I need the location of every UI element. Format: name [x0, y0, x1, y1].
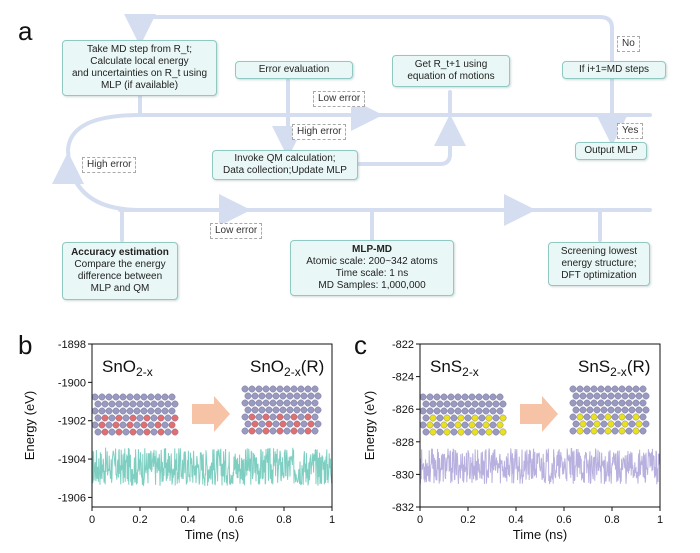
node-error-eval-text: Error evaluation — [258, 64, 330, 75]
panel-label-a: a — [18, 16, 33, 46]
x-tick-label: 0.8 — [276, 514, 291, 526]
node-get-r-line1: Get R_t+1 using — [414, 59, 488, 70]
y-tick-label: -822 — [392, 340, 414, 351]
node-mlp-md: MLP-MD Atomic scale: 200~342 atoms Time … — [290, 240, 454, 296]
panel-label-c: c — [354, 330, 367, 360]
y-tick-label: -826 — [392, 404, 414, 416]
structure-label-final: SnS2-x(R) — [578, 357, 650, 379]
x-axis-label: Time (ns) — [513, 527, 567, 542]
node-mlp-md-line3: MD Samples: 1,000,000 — [318, 280, 426, 291]
node-error-eval: Error evaluation — [235, 61, 353, 79]
series-line — [419, 447, 661, 485]
main-line-upper — [138, 93, 652, 117]
tag-yes: Yes — [617, 123, 644, 139]
left-loop — [65, 113, 142, 212]
chart-b: SnO2-x SnO2-x(R) -1898 -1900 -1902 -1904 -1906… — [22, 340, 335, 542]
structure-label-final: SnO2-x(R) — [250, 357, 324, 379]
structure-initial — [419, 393, 507, 436]
x-tick-label: 0.2 — [132, 514, 147, 526]
x-tick-label: 0.6 — [228, 514, 243, 526]
node-invoke-qm: Invoke QM calculation; Data collection;U… — [212, 150, 358, 180]
node-mlp-md-head: MLP-MD — [352, 244, 392, 255]
x-tick-label: 0.6 — [556, 514, 571, 526]
node-accuracy-line2: difference between — [77, 271, 163, 282]
node-md-step-line1: Take MD step from R_t; — [86, 44, 193, 55]
node-output-mlp-text: Output MLP — [584, 145, 638, 156]
structure-final — [241, 385, 322, 435]
tag-low-error-upper: Low error — [313, 91, 366, 107]
plot-frame — [419, 343, 661, 508]
node-invoke-qm-line2: Data collection;Update MLP — [223, 165, 347, 176]
node-md-step: Take MD step from R_t; Calculate local e… — [62, 40, 217, 96]
y-tick-label: -1904 — [58, 454, 86, 466]
node-output-mlp: Output MLP — [575, 142, 647, 160]
structure-final — [569, 385, 650, 435]
node-invoke-qm-line1: Invoke QM calculation; — [234, 153, 336, 164]
x-tick-label: 0 — [89, 514, 95, 526]
node-get-r: Get R_t+1 using equation of motions — [392, 55, 510, 87]
invoke-to-get-r — [356, 114, 466, 166]
x-tick-label: 0.4 — [180, 514, 195, 526]
structure-label-initial: SnO2-x — [102, 357, 153, 379]
transition-arrow — [520, 396, 558, 432]
panel-label-b: b — [18, 330, 33, 360]
y-tick-label: -832 — [392, 502, 414, 514]
node-mlp-md-line2: Time scale: 1 ns — [335, 268, 409, 279]
y-tick-label: -1902 — [58, 416, 86, 428]
x-axis-label: Time (ns) — [185, 527, 239, 542]
node-md-step-line2: Calculate local energy — [90, 56, 189, 67]
node-accuracy-head: Accuracy estimation — [71, 247, 169, 258]
tag-high-error-left: High error — [82, 157, 137, 173]
node-md-step-line4: MLP (if available) — [100, 80, 179, 91]
x-tick-label: 1 — [657, 514, 663, 526]
loop-arrow-top — [124, 14, 614, 62]
tag-high-error-center: High error — [292, 124, 347, 140]
transition-arrow — [192, 396, 230, 432]
node-screening-line2: energy structure; — [561, 258, 637, 269]
node-md-step-line3: and uncertainties on R_t using — [71, 68, 208, 79]
node-accuracy-line1: Compare the energy — [74, 259, 166, 270]
y-tick-label: -824 — [392, 372, 414, 384]
structure-label-initial: SnS2-x — [430, 357, 479, 379]
node-accuracy: Accuracy estimation Compare the energy d… — [62, 242, 178, 300]
y-axis-label: Energy (eV) — [22, 391, 37, 460]
tag-no: No — [617, 36, 640, 52]
node-get-r-line2: equation of motions — [407, 71, 495, 82]
y-tick-label: -828 — [392, 437, 414, 449]
x-tick-label: 0.8 — [604, 514, 619, 526]
structure-initial — [91, 393, 179, 436]
node-screening-line1: Screening lowest — [560, 246, 638, 257]
node-screening: Screening lowest energy structure; DFT o… — [548, 242, 650, 286]
x-tick-label: 0.4 — [508, 514, 523, 526]
node-steps-check-text: If i+1=MD steps — [578, 64, 650, 75]
y-tick-label: -1898 — [58, 340, 86, 351]
node-accuracy-line3: MLP and QM — [90, 283, 150, 294]
x-tick-label: 0.2 — [460, 514, 475, 526]
node-mlp-md-line1: Atomic scale: 200~342 atoms — [306, 256, 438, 267]
plot-frame — [91, 343, 333, 508]
x-tick-label: 1 — [329, 514, 335, 526]
x-tick-label: 0 — [417, 514, 423, 526]
y-axis-label: Energy (eV) — [362, 391, 377, 460]
y-tick-label: -1906 — [58, 492, 86, 504]
node-steps-check: If i+1=MD steps — [562, 61, 666, 79]
y-tick-label: -830 — [392, 469, 414, 481]
node-screening-line3: DFT optimization — [561, 270, 637, 281]
y-tick-label: -1900 — [58, 377, 86, 389]
series-line — [91, 447, 333, 487]
tag-low-error-lower: Low error — [210, 223, 263, 239]
